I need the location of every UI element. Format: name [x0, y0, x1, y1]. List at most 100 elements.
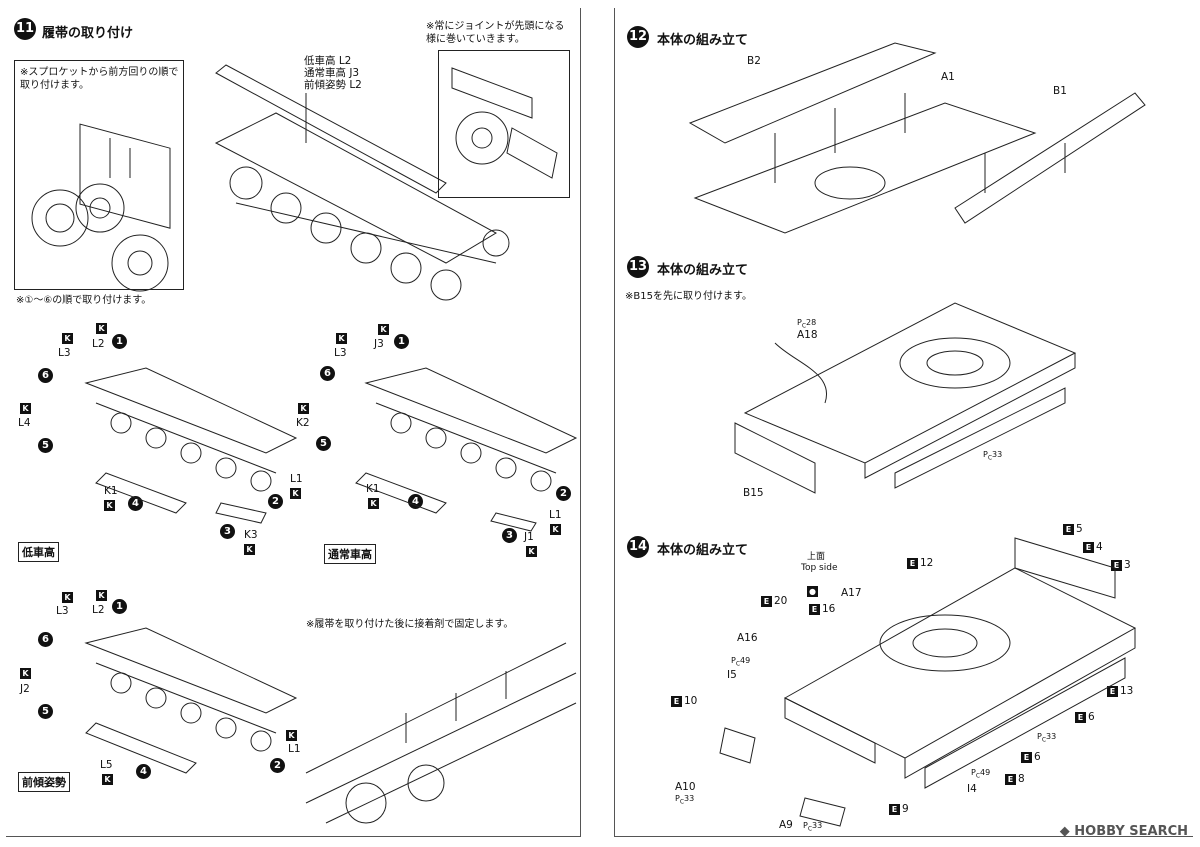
part-e-icon: E [907, 558, 918, 569]
runner-icon: K [96, 590, 107, 601]
height-label-normal: 通常車高 J3 [304, 67, 360, 79]
step-11-title: 履帯の取り付け [42, 26, 134, 41]
part-e7: 6 [1034, 751, 1041, 763]
part-e13: 13 [1120, 685, 1134, 697]
paint-code-33: PC33 [983, 450, 1003, 462]
part-e5: 5 [1076, 523, 1083, 535]
part-a9: A9 [779, 819, 793, 831]
top-side-label-en: Top side [801, 563, 838, 573]
runner-icon: K [526, 546, 537, 557]
circled-2: 2 [270, 758, 285, 773]
runner-icon: K [286, 730, 297, 741]
part-a16: A16 [737, 632, 758, 644]
top-side-icon: ● [807, 586, 818, 597]
variant-label-normal: 通常車高 [324, 544, 376, 564]
step-11-number: 11 [14, 18, 36, 40]
part-label-low-p2: L1 [290, 473, 303, 485]
b15-note: ※B15を先に取り付けます。 [625, 291, 752, 302]
circled-1: 1 [112, 599, 127, 614]
variant-label-forward: 前傾姿勢 [18, 772, 70, 792]
runner-icon: K [20, 403, 31, 414]
part-label-low-p1: L2 [92, 338, 105, 350]
circled-5: 5 [38, 438, 53, 453]
part-a17: A17 [841, 587, 862, 599]
part-e6: 6 [1088, 711, 1095, 723]
part-e8: 8 [1018, 773, 1025, 785]
part-label-forward-p1: L2 [92, 604, 105, 616]
part-label-normal-p2: L1 [549, 509, 562, 521]
paint-code-33: PC33 [675, 794, 695, 806]
runner-icon: K [104, 500, 115, 511]
part-e-icon: E [1083, 542, 1094, 553]
sprocket-drawing [31, 123, 171, 292]
height-label-low: 低車高 L2 [304, 55, 352, 67]
joint-drawing [451, 67, 558, 179]
sprocket-note: ※スプロケットから前方回りの順で 取り付けます。 [20, 67, 179, 91]
hull-step14-drawing [719, 537, 1137, 827]
part-label-normal-p3: J1 [524, 531, 534, 543]
part-e-icon: E [1111, 560, 1122, 571]
hull-exploded-drawing [688, 42, 1146, 234]
joint-note: ※常にジョイントが先頭になる 様に巻いていきます。 [426, 21, 565, 45]
runner-icon: K [96, 323, 107, 334]
part-a10: A10 [675, 781, 696, 793]
circled-3: 3 [220, 524, 235, 539]
runner-icon: K [336, 333, 347, 344]
part-e10: 10 [684, 695, 698, 707]
part-label-forward-p6: L3 [56, 605, 69, 617]
circled-5: 5 [316, 436, 331, 451]
circled-2: 2 [556, 486, 571, 501]
runner-icon: K [20, 668, 31, 679]
part-e3: 3 [1124, 559, 1131, 571]
top-side-label-jp: 上面 [807, 552, 826, 562]
circled-4: 4 [136, 764, 151, 779]
part-label-low-p4: K1 [104, 485, 118, 497]
track-closeup-drawing [305, 642, 577, 824]
track-assembly-drawing [214, 64, 510, 301]
part-e-icon: E [1075, 712, 1086, 723]
track-low-drawing [84, 367, 298, 524]
step-12-title: 本体の組み立て [657, 33, 749, 48]
part-label-a1: A1 [941, 71, 955, 83]
paint-code-33: PC33 [1037, 732, 1057, 744]
runner-icon: K [244, 544, 255, 555]
circled-6: 6 [320, 366, 335, 381]
part-label-low-p6: L3 [58, 347, 71, 359]
part-e-icon: E [1021, 752, 1032, 763]
circled-6: 6 [38, 632, 53, 647]
circled-4: 4 [408, 494, 423, 509]
part-label-b2: B2 [747, 55, 761, 67]
part-label-normal-p5: K2 [296, 417, 310, 429]
part-e-icon: E [889, 804, 900, 815]
runner-icon: K [298, 403, 309, 414]
hull-step13-drawing [734, 302, 1077, 494]
runner-icon: K [550, 524, 561, 535]
order-note: ※①～⑥の順で取り付けます。 [16, 295, 152, 306]
paint-code-33: PC33 [803, 821, 823, 833]
height-label-forward: 前傾姿勢 L2 [304, 79, 362, 91]
left-page: 11 履帯の取り付け ※スプロケットから前方回りの順で 取り付けます。 低車高 … [6, 8, 581, 837]
runner-icon: K [102, 774, 113, 785]
glue-note: ※履帯を取り付けた後に接着剤で固定します。 [306, 619, 514, 630]
part-label-normal-p6: L3 [334, 347, 347, 359]
joint-inset [438, 50, 570, 198]
sprocket-inset [14, 60, 184, 290]
part-label-low-p3: K3 [244, 529, 258, 541]
step-13-title: 本体の組み立て [657, 263, 749, 278]
part-label-forward-p5: J2 [20, 683, 30, 695]
part-label-b15: B15 [743, 487, 764, 499]
part-label-normal-p1: J3 [374, 338, 384, 350]
part-e-icon: E [1005, 774, 1016, 785]
part-e-icon: E [1107, 686, 1118, 697]
step-13-number: 13 [627, 256, 649, 278]
circled-5: 5 [38, 704, 53, 719]
paint-code-28: PC28 [797, 318, 817, 330]
hobby-search-watermark: ◆ HOBBY SEARCH [1059, 824, 1188, 839]
step-12-number: 12 [627, 26, 649, 48]
runner-icon: K [62, 333, 73, 344]
part-e-icon: E [809, 604, 820, 615]
paint-code-49: PC49 [971, 768, 991, 780]
part-i5: I5 [727, 669, 737, 681]
runner-icon: K [368, 498, 379, 509]
part-label-b1: B1 [1053, 85, 1067, 97]
